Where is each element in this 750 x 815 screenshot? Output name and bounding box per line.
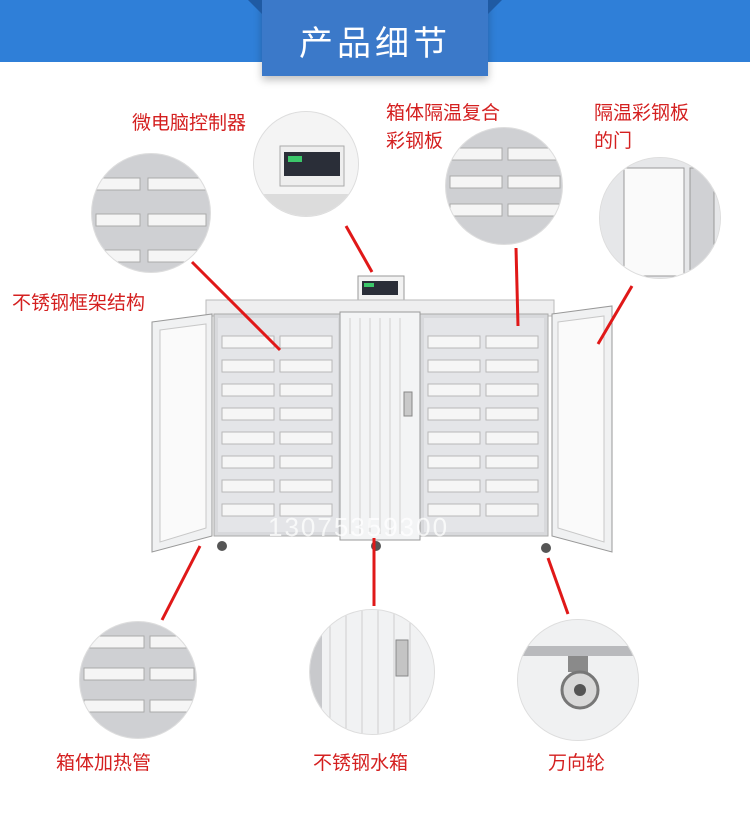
label-door-line1: 隔温彩钢板 — [594, 102, 690, 124]
detail-circle-controller — [254, 112, 358, 216]
label-cabinet-panel-line2: 彩钢板 — [386, 130, 444, 152]
controller-box — [357, 275, 405, 301]
label-heater: 箱体加热管 — [56, 752, 152, 774]
detail-circle-heater — [80, 622, 196, 738]
watermark: 13075359300 — [268, 512, 450, 542]
header-tab: 产品细节 — [248, 0, 502, 76]
page-title: 产品细节 — [299, 24, 451, 64]
detail-circle-water-tank — [310, 610, 434, 734]
label-controller: 微电脑控制器 — [132, 112, 247, 134]
detail-circle-door — [600, 158, 720, 278]
label-water-tank: 不锈钢水箱 — [313, 752, 409, 774]
detail-circle-wheel — [518, 620, 638, 740]
label-wheel: 万向轮 — [548, 752, 606, 774]
detail-circle-cabinet-panel — [446, 128, 562, 244]
label-cabinet-panel-line1: 箱体隔温复合 — [386, 102, 501, 124]
label-frame: 不锈钢框架结构 — [12, 292, 146, 314]
label-door-line2: 的门 — [594, 130, 633, 152]
detail-circle-frame — [92, 154, 210, 272]
